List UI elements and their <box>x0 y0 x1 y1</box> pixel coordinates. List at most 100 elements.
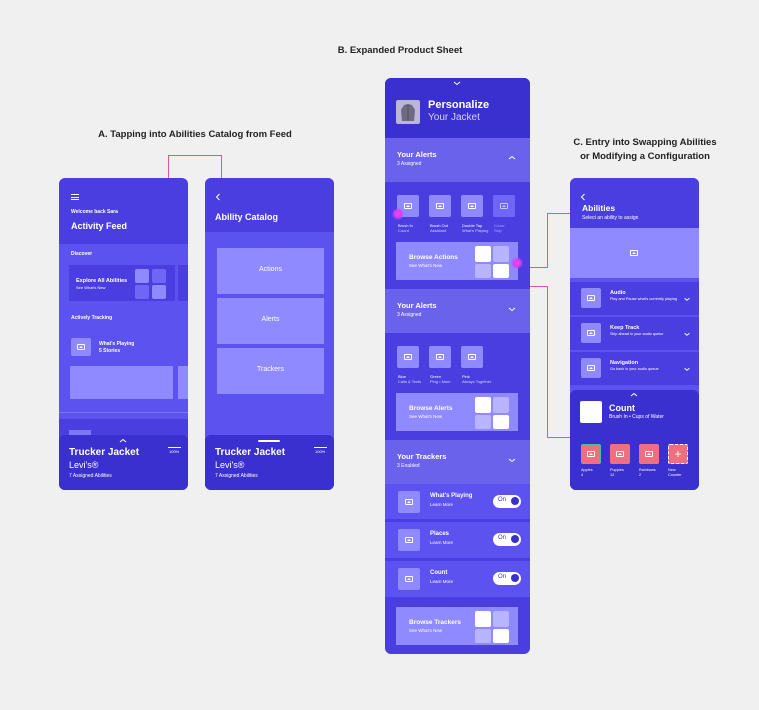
ability-row-navigation[interactable]: Navigation Go back in your audio queue <box>570 352 699 385</box>
tap-indicator <box>511 257 523 269</box>
catalog-item-label: Trackers <box>257 366 284 373</box>
counter-tile[interactable] <box>581 444 601 464</box>
playing-thumb <box>71 338 91 356</box>
plus-icon: + <box>674 447 682 461</box>
toggle-label: On <box>498 535 507 541</box>
catalog-item-trackers[interactable]: Trackers <box>217 348 324 394</box>
chevron-down-icon[interactable] <box>452 80 462 86</box>
abilities-sub: Select an ability to assign <box>582 215 639 221</box>
image-icon <box>404 203 412 209</box>
jacket-name: Trucker Jacket <box>215 447 286 458</box>
ability-sub: Skip ahead in your audio queue <box>610 332 664 336</box>
alert-item-thumb[interactable] <box>429 195 451 217</box>
image-icon <box>468 203 476 209</box>
page-title: Activity Feed <box>71 221 128 231</box>
alert-item-thumb[interactable] <box>397 346 419 368</box>
tracker-toggle[interactable]: On <box>493 533 521 546</box>
preview-square <box>475 246 491 262</box>
image-icon <box>468 354 476 360</box>
tracker-learn-more[interactable]: Learn More <box>430 502 454 507</box>
sheet-header: Personalize Your Jacket <box>385 78 530 138</box>
tracker-toggle[interactable]: On <box>493 572 521 585</box>
preview-square <box>493 611 509 627</box>
tracking-card-next[interactable] <box>178 366 188 399</box>
counter-value: 2 <box>639 473 642 477</box>
tracker-row[interactable]: Count Learn More On <box>385 561 530 597</box>
browse-trackers-card[interactable]: Browse Trackers See What's New <box>396 607 518 645</box>
product-sheet[interactable]: Trucker Jacket Levi's® 7 Assigned Abilit… <box>59 435 188 490</box>
product-sheet[interactable]: Trucker Jacket Levi's® 7 Assigned Abilit… <box>205 435 334 490</box>
section-header-trackers[interactable]: Your Trackers 3 Enabled <box>385 440 530 484</box>
preview-square <box>475 629 491 643</box>
divider <box>59 412 188 413</box>
image-icon <box>436 354 444 360</box>
feed-body: Discover Explore All Abilities See What'… <box>59 244 188 419</box>
chevron-down-icon[interactable] <box>683 366 691 372</box>
chevron-down-icon[interactable] <box>683 331 691 337</box>
browse-alerts-card[interactable]: Browse Alerts See What's New <box>396 393 518 431</box>
expanded-product-sheet: Personalize Your Jacket Your Alerts 3 As… <box>385 78 530 654</box>
sheet-title: Personalize <box>428 99 490 111</box>
alert-item-thumb[interactable] <box>461 346 483 368</box>
add-counter-button[interactable]: + <box>668 444 688 464</box>
connector-line <box>547 213 548 268</box>
tracker-row[interactable]: What's Playing Learn More On <box>385 484 530 520</box>
image-icon <box>587 451 595 457</box>
counter-name: Rainbows <box>639 468 656 472</box>
preview-square <box>493 264 509 278</box>
tracker-toggle[interactable]: On <box>493 495 521 508</box>
section-sub: 3 Enabled <box>397 463 420 469</box>
toggle-knob <box>511 497 519 505</box>
catalog-item-alerts[interactable]: Alerts <box>217 298 324 344</box>
back-arrow-icon[interactable] <box>580 193 586 201</box>
ability-row-keep-track[interactable]: Keep Track Skip ahead in your audio queu… <box>570 317 699 350</box>
drag-handle[interactable] <box>258 440 280 442</box>
tracking-label: Actively Tracking <box>71 315 113 321</box>
chevron-up-icon[interactable] <box>629 392 639 398</box>
tracker-row[interactable]: Places Learn More On <box>385 522 530 558</box>
alert-item-sub: Calls & Texts <box>398 379 422 384</box>
tracker-name: Count <box>430 570 448 576</box>
jacket-brand: Levi's® <box>69 460 99 470</box>
alert-item-thumb[interactable] <box>493 195 515 217</box>
tracker-learn-more[interactable]: Learn More <box>430 540 454 545</box>
ability-sub: Play and Pause what's currently playing <box>610 297 677 301</box>
ability-row-audio[interactable]: Audio Play and Pause what's currently pl… <box>570 282 699 315</box>
counter-value: Counter <box>668 473 682 477</box>
tracking-card[interactable] <box>70 366 173 399</box>
chevron-up-icon[interactable] <box>507 155 517 161</box>
counter-name: Apples <box>581 468 593 472</box>
chevron-down-icon[interactable] <box>507 457 517 463</box>
section-header-alerts[interactable]: Your Alerts 3 Assigned <box>385 138 530 182</box>
image-icon <box>405 576 413 582</box>
section-a-title: A. Tapping into Abilities Catalog from F… <box>98 129 292 140</box>
catalog-item-actions[interactable]: Actions <box>217 248 324 294</box>
menu-icon[interactable] <box>71 194 79 200</box>
count-sheet[interactable]: Count Brush In • Cups of Water Apples 4 … <box>570 390 699 490</box>
jacket-name: Trucker Jacket <box>69 447 140 458</box>
preview-square <box>493 629 509 643</box>
battery-bar <box>168 447 181 448</box>
explore-sub: See What's New <box>76 285 106 290</box>
alert-item-thumb[interactable] <box>429 346 451 368</box>
counter-tile[interactable] <box>610 444 630 464</box>
back-arrow-icon[interactable] <box>215 193 221 201</box>
jacket-icon <box>401 104 415 121</box>
peek-thumb <box>69 430 91 436</box>
ability-thumb <box>581 323 601 343</box>
explore-card[interactable]: Explore All Abilities See What's New <box>69 265 175 301</box>
counter-tile[interactable] <box>639 444 659 464</box>
assigned-count: 7 Assigned Abilities <box>69 473 112 479</box>
chevron-up-icon[interactable] <box>118 438 128 444</box>
alert-item-thumb[interactable] <box>461 195 483 217</box>
explore-card-next[interactable] <box>178 265 188 301</box>
browse-sub: See What's New <box>409 263 443 268</box>
chevron-down-icon[interactable] <box>507 306 517 312</box>
catalog-header: Ability Catalog <box>205 178 334 232</box>
section-header-alerts[interactable]: Your Alerts 3 Assigned <box>385 289 530 333</box>
tracker-learn-more[interactable]: Learn More <box>430 579 454 584</box>
chevron-down-icon[interactable] <box>683 296 691 302</box>
battery-bar <box>314 447 327 448</box>
browse-actions-card[interactable]: Browse Actions See What's New <box>396 242 518 280</box>
playing-sub: 5 Stories <box>99 348 121 354</box>
